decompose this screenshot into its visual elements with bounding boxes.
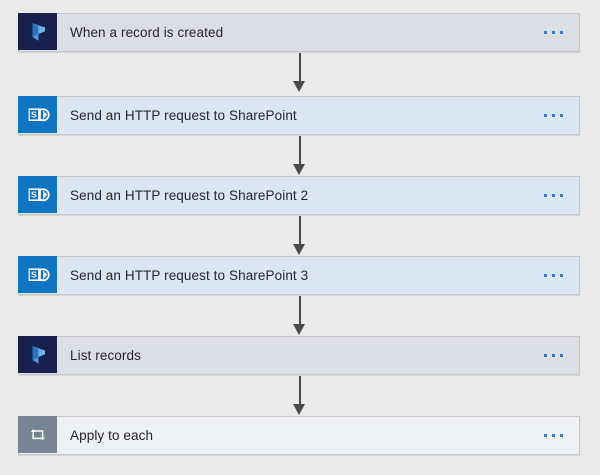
flow-step-title: Apply to each [70, 428, 154, 443]
sharepoint-icon: S [18, 176, 57, 213]
flow-connector-arrow-down-icon [292, 376, 308, 417]
sharepoint-icon: S [18, 256, 57, 293]
connector-stem [299, 216, 301, 249]
ellipsis-dot [560, 114, 563, 117]
more-commands-icon[interactable] [544, 417, 579, 454]
flow-step-card[interactable]: S Send an HTTP request to SharePoint [18, 96, 580, 135]
flow-step-title: When a record is created [70, 25, 224, 40]
ellipsis-dot [560, 354, 563, 357]
ellipsis-dot [552, 274, 555, 277]
ellipsis-dot [560, 31, 563, 34]
flow-step-card[interactable]: Apply to each [18, 416, 580, 455]
ellipsis-dot [560, 194, 563, 197]
ellipsis-dot [552, 194, 555, 197]
ellipsis-dot [552, 434, 555, 437]
flow-step-card[interactable]: List records [18, 336, 580, 375]
flow-step-title: Send an HTTP request to SharePoint [70, 108, 297, 123]
connector-stem [299, 136, 301, 169]
connector-arrowhead [293, 164, 305, 175]
more-commands-icon[interactable] [544, 14, 579, 51]
flow-step-card[interactable]: S Send an HTTP request to SharePoint 2 [18, 176, 580, 215]
flow-step-card[interactable]: S Send an HTTP request to SharePoint 3 [18, 256, 580, 295]
ellipsis-dot [544, 194, 547, 197]
ellipsis-dot [560, 434, 563, 437]
flow-connector-arrow-down-icon [292, 296, 308, 337]
connector-stem [299, 376, 301, 409]
ellipsis-dot [544, 31, 547, 34]
sharepoint-icon: S [18, 96, 57, 133]
flow-step-title: List records [70, 348, 141, 363]
flow-connector-arrow-down-icon [292, 136, 308, 177]
svg-text:S: S [31, 189, 37, 199]
flow-step-card[interactable]: When a record is created [18, 13, 580, 52]
ellipsis-dot [552, 354, 555, 357]
ellipsis-dot [544, 354, 547, 357]
ellipsis-dot [544, 114, 547, 117]
svg-text:S: S [31, 269, 37, 279]
connector-arrowhead [293, 244, 305, 255]
ellipsis-dot [544, 274, 547, 277]
more-commands-icon[interactable] [544, 257, 579, 294]
connector-arrowhead [293, 324, 305, 335]
more-commands-icon[interactable] [544, 97, 579, 134]
ellipsis-dot [552, 31, 555, 34]
ellipsis-dot [544, 434, 547, 437]
loop-icon [18, 416, 57, 453]
dynamics365-icon [18, 336, 57, 373]
svg-text:S: S [31, 109, 37, 119]
flow-connector-arrow-down-icon [292, 216, 308, 257]
flow-step-title: Send an HTTP request to SharePoint 3 [70, 268, 309, 283]
flow-connector-arrow-down-icon [292, 53, 308, 94]
more-commands-icon[interactable] [544, 337, 579, 374]
connector-arrowhead [293, 404, 305, 415]
dynamics365-icon [18, 13, 57, 50]
flow-step-title: Send an HTTP request to SharePoint 2 [70, 188, 309, 203]
connector-stem [299, 296, 301, 329]
ellipsis-dot [560, 274, 563, 277]
connector-stem [299, 53, 301, 86]
connector-arrowhead [293, 81, 305, 92]
ellipsis-dot [552, 114, 555, 117]
more-commands-icon[interactable] [544, 177, 579, 214]
